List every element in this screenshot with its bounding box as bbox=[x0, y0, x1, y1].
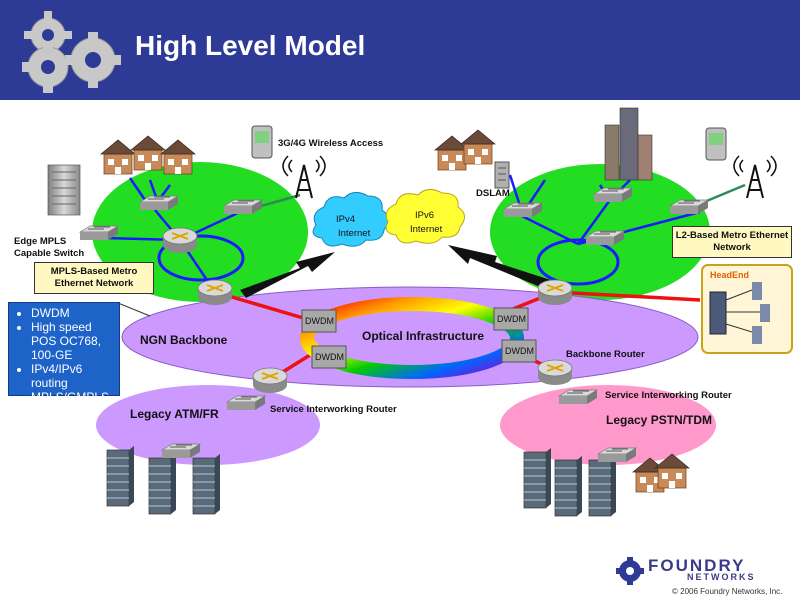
dwdm-node-2 bbox=[493, 307, 529, 331]
page-title: High Level Model bbox=[135, 30, 366, 61]
metro-router-left bbox=[162, 227, 198, 254]
mpls-metro-label-line1: MPLS-Based Metro bbox=[50, 266, 138, 277]
office-building-icon bbox=[47, 164, 81, 216]
service-router-label-left: Service Interworking Router bbox=[270, 404, 397, 415]
cell-tower-icon-right bbox=[733, 155, 777, 199]
ipv6-internet-label: Internet bbox=[410, 224, 443, 235]
feature-item: High speed POS OC768, 100-GE bbox=[31, 320, 119, 362]
l2-ring bbox=[536, 238, 620, 286]
server-racks-right-icon bbox=[523, 447, 637, 517]
backbone-router-right bbox=[537, 279, 573, 306]
dwdm-node-3 bbox=[311, 345, 347, 369]
dslam-icon bbox=[494, 161, 510, 189]
mpls-metro-label-box: MPLS-Based Metro Ethernet Network bbox=[34, 262, 154, 294]
footer-brand-sub: NETWORKS bbox=[687, 572, 756, 582]
houses-right-icon bbox=[434, 129, 496, 171]
copyright-text: © 2006 Foundry Networks, Inc. bbox=[672, 587, 783, 596]
feature-item: MPLS/GMPLS bbox=[31, 390, 119, 404]
skyscrapers-icon bbox=[604, 107, 653, 181]
dwdm-node-1 bbox=[301, 309, 337, 333]
foundry-logo-icon bbox=[616, 557, 644, 585]
legacy-pstn-cloud bbox=[500, 385, 716, 465]
footer-brand: FOUNDRY bbox=[648, 556, 746, 575]
ipv6-internet-cloud bbox=[385, 189, 465, 244]
dwdm-node-4 bbox=[501, 339, 537, 363]
legacy-pstn-label: Legacy PSTN/TDM bbox=[606, 413, 712, 427]
backbone-router-left bbox=[197, 279, 233, 306]
mobile-phone-icon-right bbox=[705, 127, 727, 161]
ipv4-internet-label: Internet bbox=[338, 228, 371, 239]
features-callout: DWDM High speed POS OC768, 100-GE IPv4/I… bbox=[8, 302, 120, 404]
wireless-access-label: 3G/4G Wireless Access bbox=[278, 138, 383, 149]
backbone-router-bottom-right bbox=[537, 359, 573, 386]
dwdm-label-3: DWDM bbox=[315, 352, 344, 362]
l2-metro-label-box: L2-Based Metro Ethernet Network bbox=[672, 226, 792, 258]
l2-metro-label-line2: Network bbox=[713, 242, 751, 253]
optical-ring bbox=[300, 297, 524, 379]
cell-tower-icon-left bbox=[282, 155, 326, 199]
mobile-phone-icon-left bbox=[251, 125, 273, 159]
ngn-backbone-label: NGN Backbone bbox=[140, 333, 228, 347]
legacy-atm-cloud bbox=[96, 385, 320, 465]
dwdm-label-4: DWDM bbox=[505, 346, 534, 356]
backbone-router-bottom-left bbox=[252, 367, 288, 394]
dwdm-label-1: DWDM bbox=[305, 316, 334, 326]
headend-label: HeadEnd bbox=[710, 270, 749, 280]
dslam-label: DSLAM bbox=[476, 188, 510, 199]
gears-icon bbox=[22, 11, 121, 93]
dwdm-label-2: DWDM bbox=[497, 314, 526, 324]
feature-item: DWDM bbox=[31, 306, 119, 320]
mpls-metro-label-line2: Ethernet Network bbox=[54, 278, 134, 289]
title-banner: High Level Model bbox=[0, 0, 800, 100]
l2-metro-label-line1: L2-Based Metro Ethernet bbox=[675, 230, 789, 241]
legacy-atm-label: Legacy ATM/FR bbox=[130, 407, 219, 421]
houses-left-icon bbox=[100, 135, 196, 175]
optical-infrastructure-label: Optical Infrastructure bbox=[362, 329, 484, 343]
edge-mpls-label-line1: Edge MPLS bbox=[14, 236, 66, 247]
headend-panel bbox=[701, 264, 793, 354]
ipv6-label: IPv6 bbox=[415, 210, 434, 221]
edge-mpls-label-line2: Capable Switch bbox=[14, 248, 84, 259]
service-router-label-right: Service Interworking Router bbox=[605, 390, 732, 401]
ipv4-label: IPv4 bbox=[336, 214, 355, 225]
network-diagram: 3G/4G Wireless Access DSLAM IPv4 Interne… bbox=[14, 107, 793, 517]
backbone-router-label: Backbone Router bbox=[566, 349, 645, 360]
feature-item: IPv4/IPv6 routing bbox=[31, 362, 119, 390]
mpls-ring bbox=[157, 234, 245, 282]
